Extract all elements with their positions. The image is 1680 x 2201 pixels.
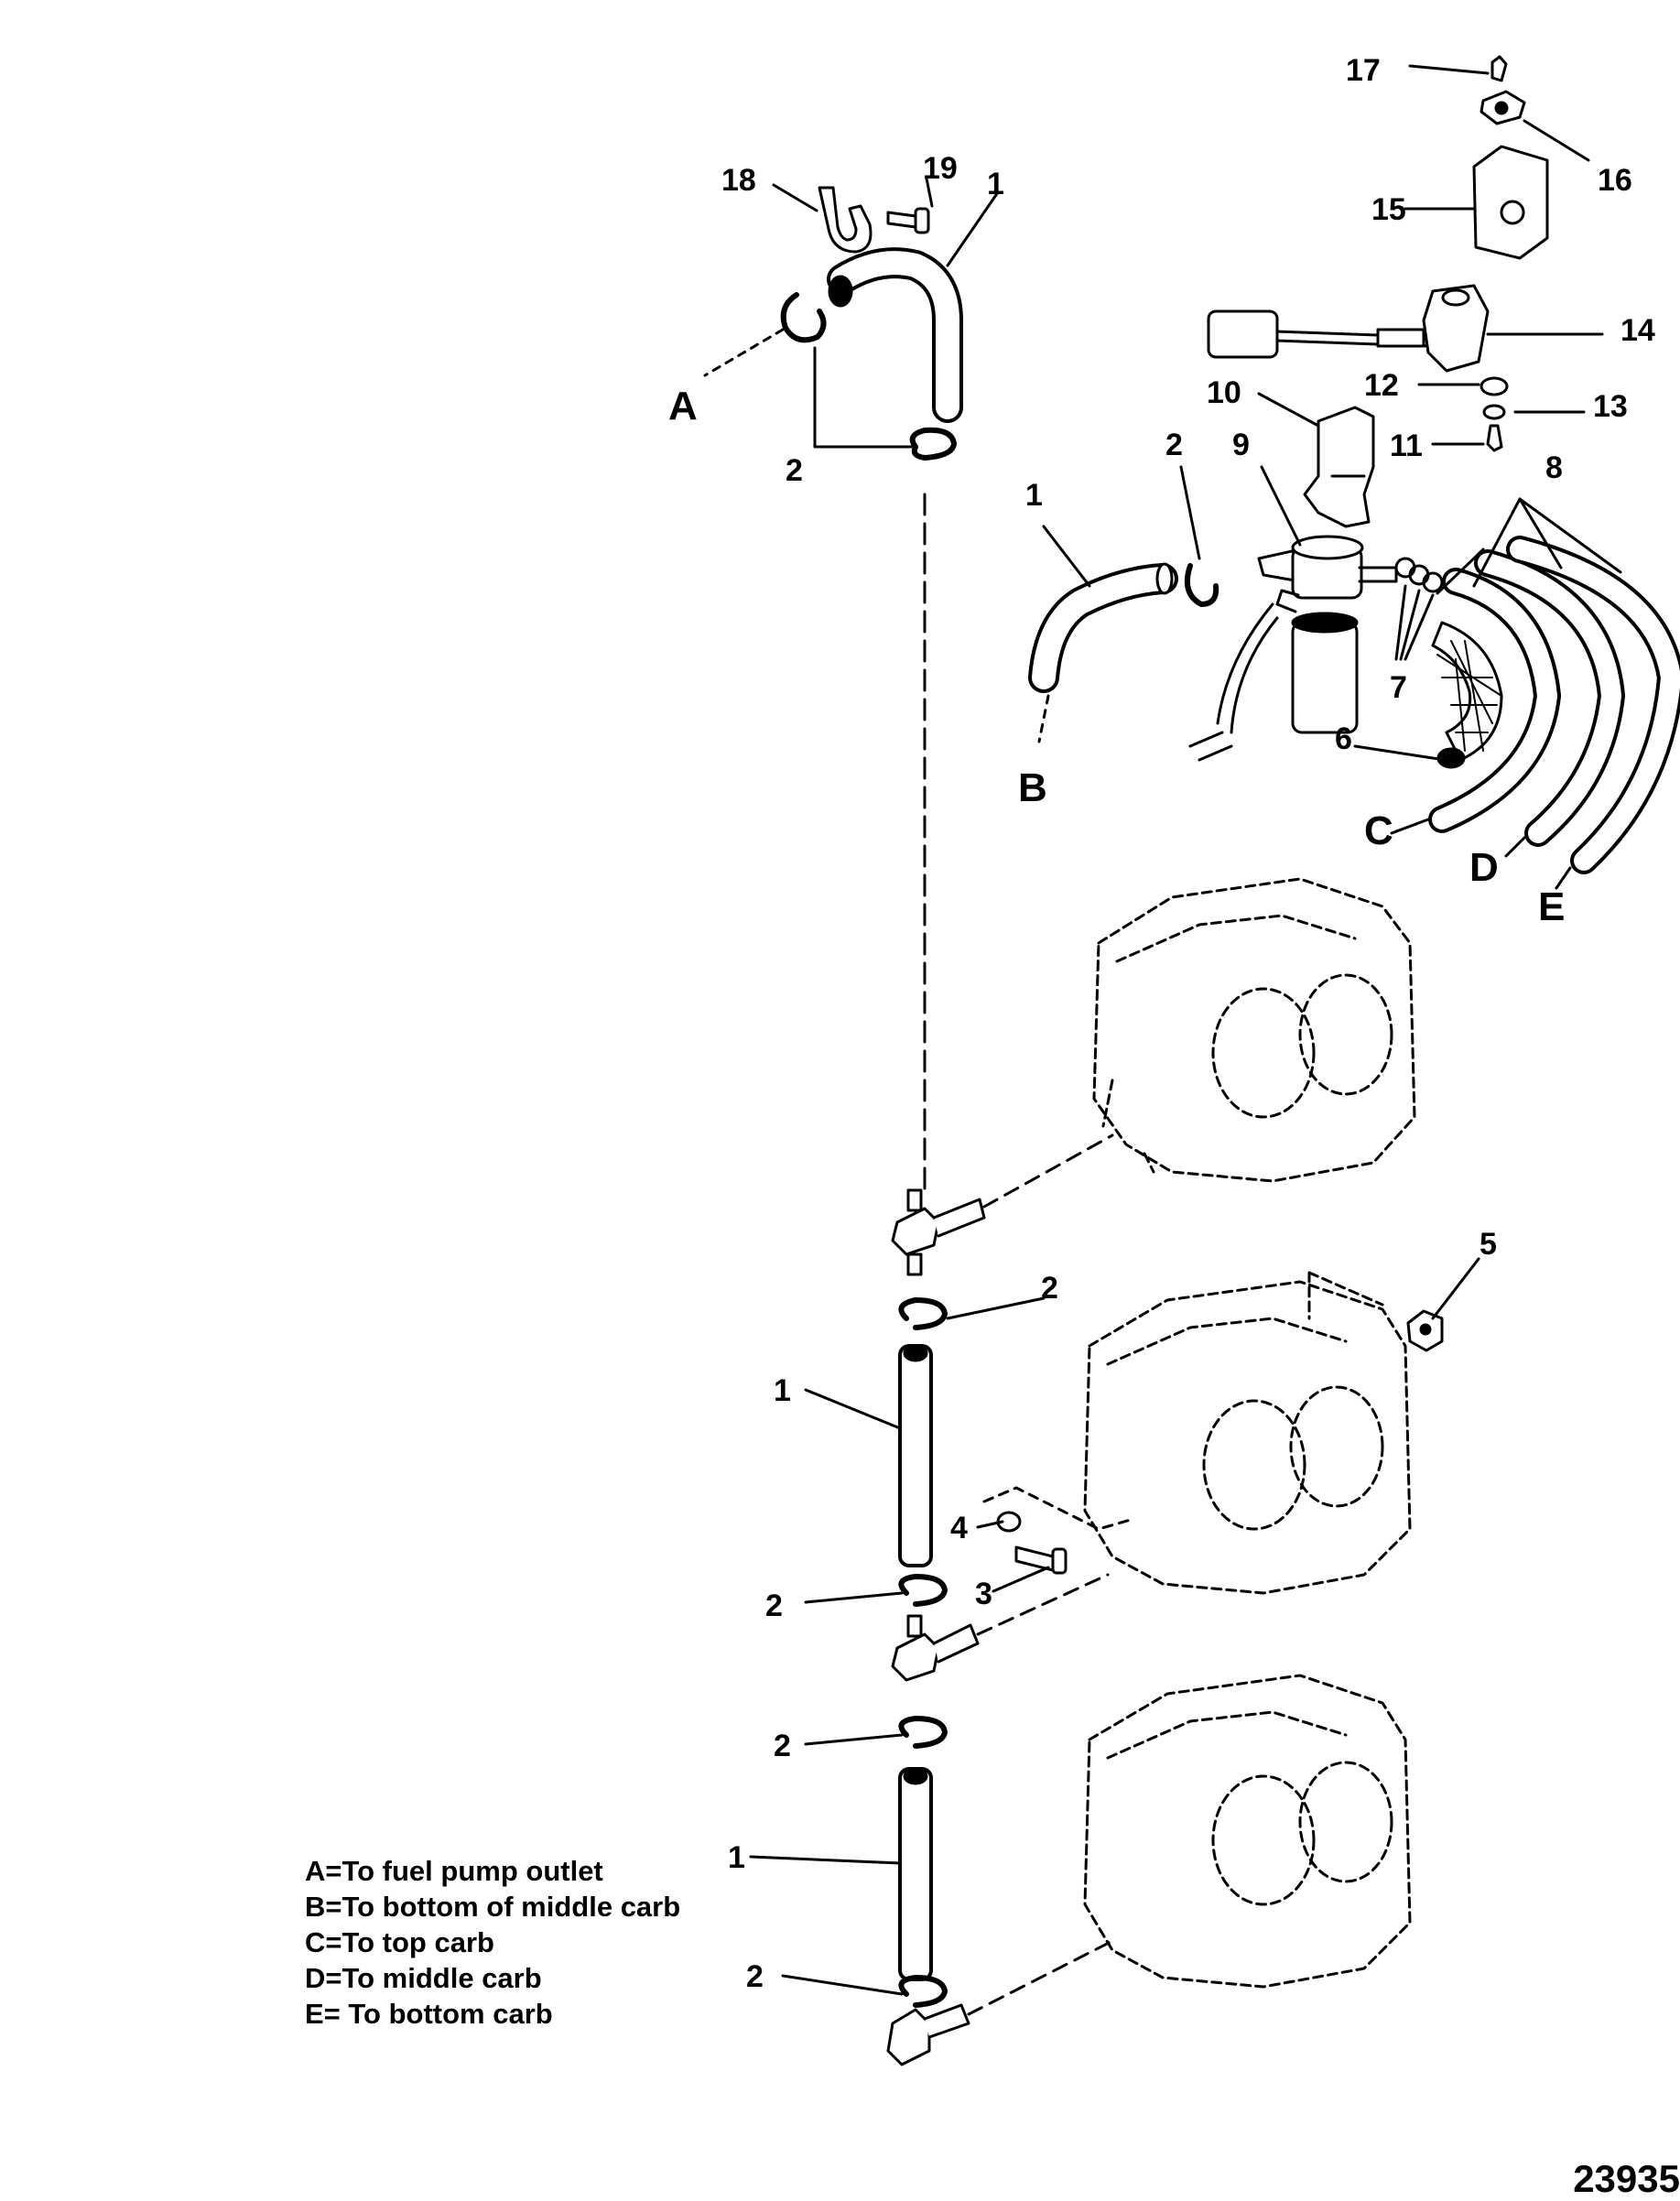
- leader-lines-top: [703, 177, 1000, 449]
- callout-17: 17: [1346, 53, 1381, 88]
- callout-1-pump: 1: [1025, 478, 1043, 513]
- nut-16: [1479, 90, 1526, 125]
- callout-2-low-b: 2: [746, 1959, 764, 1994]
- letter-d: D: [1469, 845, 1499, 890]
- clamp-2-top-a: [780, 292, 827, 343]
- callout-1-low: 1: [728, 1840, 745, 1875]
- callout-18: 18: [721, 163, 756, 198]
- sensor-harness-14: [1207, 284, 1490, 373]
- clamp-2-low-a: [898, 1716, 948, 1749]
- callout-3: 3: [975, 1577, 992, 1611]
- callout-8: 8: [1545, 450, 1563, 485]
- clamp-2-mid-b: [898, 1574, 948, 1607]
- callout-6: 6: [1335, 721, 1352, 756]
- washers-12-13-screw-11: [1479, 376, 1509, 452]
- callout-16: 16: [1598, 163, 1632, 198]
- bracket-15: [1472, 145, 1549, 260]
- carb-bottom: [1083, 1674, 1412, 1989]
- clamp-2-pump: [1185, 563, 1219, 607]
- callout-14: 14: [1620, 313, 1655, 348]
- letter-b: B: [1018, 765, 1047, 810]
- nut-5: [1406, 1309, 1444, 1352]
- letter-c: C: [1364, 808, 1393, 853]
- carb-top: [1092, 877, 1416, 1183]
- legend-d: D=To middle carb: [305, 1962, 542, 1994]
- washer-4-screw-3: [982, 1486, 1133, 1575]
- letter-a: A: [668, 384, 698, 428]
- leader-lines-pump: [1042, 465, 1447, 762]
- callout-11: 11: [1390, 428, 1423, 463]
- fitting-middle: [891, 1573, 1110, 1682]
- callout-labels: 18 19 1 2 17 16 15 14 12 13 11 10 9 2 1 …: [668, 53, 1655, 1994]
- callout-5: 5: [1479, 1227, 1497, 1262]
- clamp-2-mid-a: [898, 1297, 948, 1330]
- elbow-hose-1: [827, 247, 963, 423]
- callout-2-top: 2: [786, 453, 803, 488]
- callout-19: 19: [923, 151, 958, 186]
- hose-1-low: [898, 1767, 933, 1981]
- fitting-bottom: [886, 1939, 1114, 2066]
- callout-10: 10: [1207, 375, 1241, 410]
- callout-2-low-a: 2: [774, 1729, 791, 1763]
- callout-2-pump: 2: [1165, 428, 1183, 462]
- fuel-pump-9: [1188, 535, 1398, 762]
- legend-a: A=To fuel pump outlet: [305, 1855, 603, 1887]
- callout-12: 12: [1364, 368, 1399, 403]
- bracket-10: [1303, 406, 1375, 528]
- screw-17: [1490, 55, 1508, 82]
- fittings-7: [1394, 557, 1444, 661]
- hose-1-to-b: [1028, 562, 1178, 743]
- carb-middle: [1083, 1271, 1412, 1595]
- callout-13: 13: [1593, 389, 1628, 424]
- callout-4: 4: [950, 1511, 968, 1545]
- callout-9: 9: [1232, 428, 1250, 462]
- legend: A=To fuel pump outlet B=To bottom of mid…: [305, 1853, 680, 2032]
- legend-c: C=To top carb: [305, 1926, 494, 1958]
- mesh-hose-6: [1431, 621, 1503, 769]
- clamp-2-low-b: [898, 1975, 948, 2008]
- callout-15: 15: [1371, 192, 1406, 227]
- letter-e: E: [1538, 884, 1565, 929]
- leader-lines-lower: [749, 1257, 1480, 1996]
- callout-1-mid: 1: [774, 1373, 791, 1408]
- callout-7: 7: [1390, 670, 1407, 705]
- diagram-reference-number: 23935: [1573, 2157, 1680, 2200]
- hose-1-mid: [898, 1344, 933, 1567]
- legend-b: B=To bottom of middle carb: [305, 1891, 681, 1923]
- callout-1-top: 1: [987, 167, 1004, 201]
- clamp-2-top-b: [909, 427, 957, 461]
- callout-2-mid-b: 2: [765, 1588, 783, 1623]
- hoses-8: [1390, 497, 1680, 890]
- screw-19: [886, 207, 930, 234]
- legend-e: E= To bottom carb: [305, 1998, 553, 2030]
- clip-18: [818, 186, 873, 254]
- fitting-top: [891, 1133, 1114, 1276]
- callout-2-mid-a: 2: [1041, 1271, 1058, 1306]
- leader-lines-right: [1257, 64, 1604, 446]
